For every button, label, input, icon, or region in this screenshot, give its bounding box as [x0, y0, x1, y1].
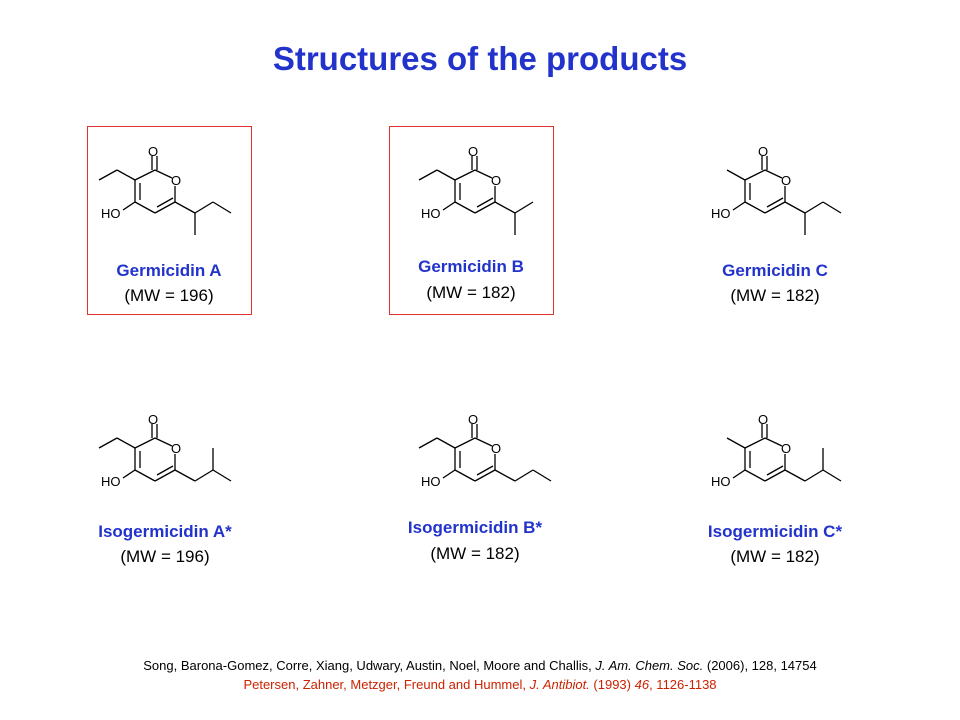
oxygen-label: O [148, 412, 158, 427]
ring-oxygen-label: O [491, 173, 501, 188]
compound-name-isogermicidin-c: Isogermicidin C* [707, 522, 843, 541]
reference-2-volume: 46 [634, 677, 650, 692]
compound-mw-isogermicidin-a: (MW = 196) [120, 547, 210, 566]
structure-germicidin-c: O O HO [705, 144, 875, 255]
hydroxyl-label: HO [711, 206, 731, 221]
compound-mw-germicidin-b: (MW = 182) [426, 283, 516, 302]
compound-name-germicidin-a: Germicidin A [116, 261, 222, 280]
reference-1-authors: Song, Barona-Gomez, Corre, Xiang, Udwary… [143, 658, 596, 673]
compound-mw-isogermicidin-b: (MW = 182) [430, 544, 520, 563]
highlight-box-germicidin-b [389, 126, 554, 315]
reference-2-pages: , 1126-1138 [649, 677, 717, 692]
oxygen-label: O [468, 412, 478, 427]
structure-germicidin-b: O O HO [415, 144, 565, 255]
page-title: Structures of the products [272, 40, 688, 77]
ring-oxygen-label: O [781, 173, 791, 188]
hydroxyl-label: HO [711, 474, 731, 489]
reference-1: Song, Barona-Gomez, Corre, Xiang, Udwary… [0, 658, 960, 673]
compound-mw-germicidin-c: (MW = 182) [730, 286, 820, 305]
hydroxyl-label: HO [421, 474, 441, 489]
oxygen-label: O [148, 144, 158, 159]
reference-2-journal: J. Antibiot. [529, 677, 590, 692]
compound-name-germicidin-c: Germicidin C [722, 261, 828, 280]
oxygen-label: O [468, 144, 478, 159]
structure-isogermicidin-c: O O HO [705, 412, 875, 523]
hydroxyl-label: HO [101, 206, 121, 221]
hydroxyl-label: HO [421, 206, 441, 221]
reference-2-authors: Petersen, Zahner, Metzger, Freund and Hu… [243, 677, 530, 692]
oxygen-label: O [758, 144, 768, 159]
reference-2-year: (1993) [589, 677, 635, 692]
ring-oxygen-label: O [171, 441, 181, 456]
ring-oxygen-label: O [171, 173, 181, 188]
reference-2: Petersen, Zahner, Metzger, Freund and Hu… [0, 677, 960, 692]
structure-isogermicidin-a: O O HO [95, 412, 265, 523]
compound-name-isogermicidin-a: Isogermicidin A* [98, 522, 232, 541]
compound-name-isogermicidin-b: Isogermicidin B* [407, 518, 543, 537]
compound-name-germicidin-b: Germicidin B [418, 257, 524, 276]
structure-isogermicidin-b: O O HO [415, 412, 575, 523]
oxygen-label: O [758, 412, 768, 427]
highlight-box-germicidin-a [87, 126, 252, 315]
hydroxyl-label: HO [101, 474, 121, 489]
compound-mw-isogermicidin-c: (MW = 182) [730, 547, 820, 566]
ring-oxygen-label: O [781, 441, 791, 456]
compound-mw-germicidin-a: (MW = 196) [124, 286, 214, 305]
structure-germicidin-a: O O HO [95, 144, 265, 255]
reference-1-details: (2006), 128, 14754 [703, 658, 817, 673]
reference-1-journal: J. Am. Chem. Soc. [595, 658, 704, 673]
ring-oxygen-label: O [491, 441, 501, 456]
